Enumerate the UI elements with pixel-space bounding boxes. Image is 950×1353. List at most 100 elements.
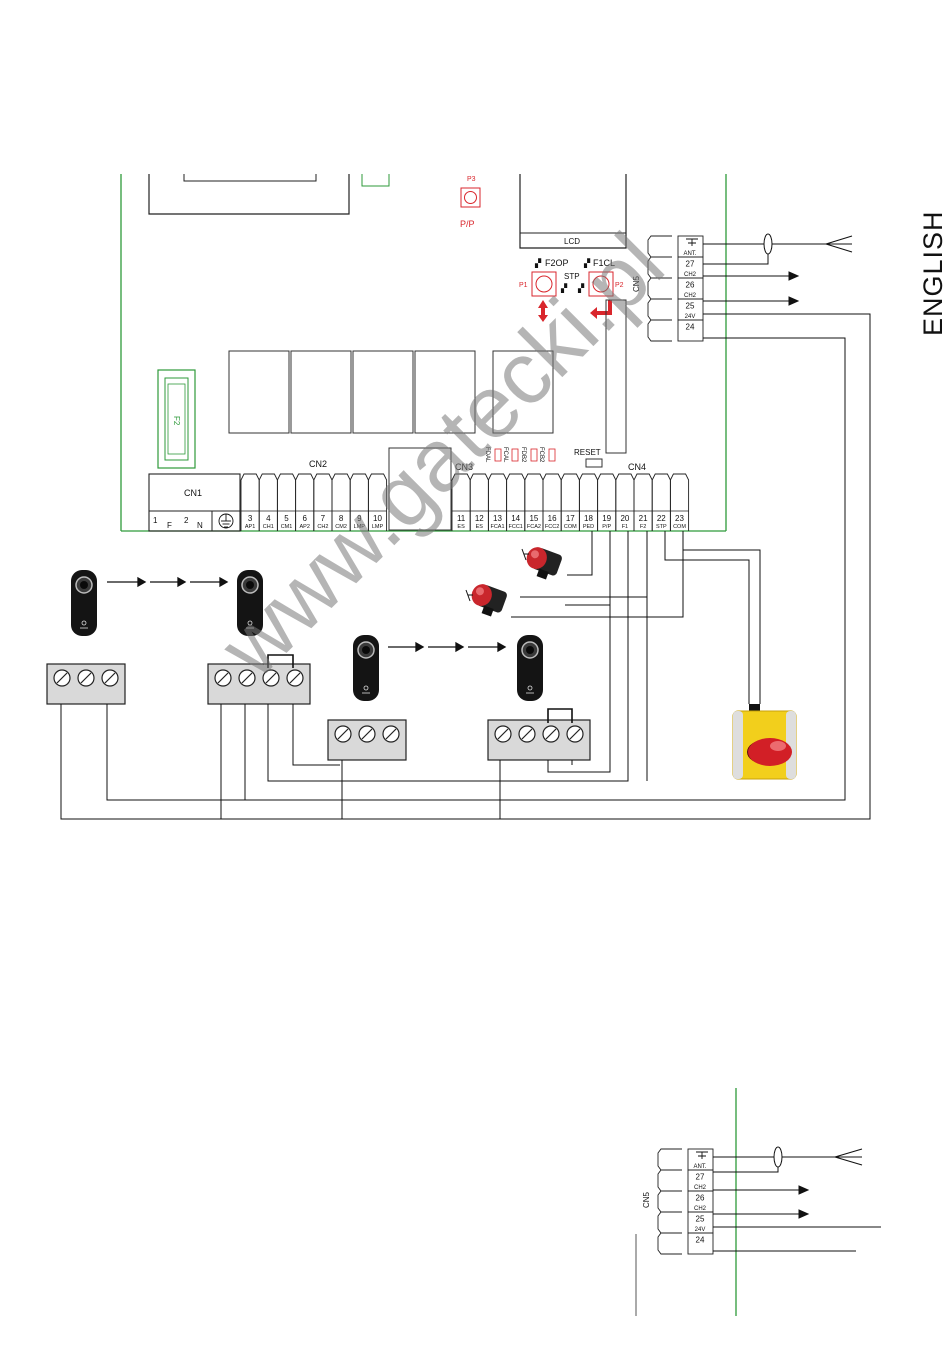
reset-label: RESET: [574, 448, 601, 457]
svg-text:▞: ▞: [560, 283, 568, 293]
terminal-11-num: 11: [457, 514, 466, 523]
svg-text:▞: ▞: [577, 283, 585, 293]
cn5-terminal-ant: ANT.: [647, 235, 704, 258]
language-tab: ENGLISH: [912, 190, 950, 350]
terminal-8-num: 8: [339, 514, 344, 523]
terminal-6-num: 6: [302, 514, 307, 523]
earth-icon: [218, 513, 234, 529]
cn1-terminal-2-name: N: [197, 521, 203, 530]
cn5-terminal-num: 25: [686, 301, 695, 310]
cn5-terminal-name: CH2: [684, 272, 697, 278]
terminal-9-num: 9: [357, 514, 362, 523]
cn1-terminal-1-name: F: [167, 521, 172, 530]
arrow-right-icon: [788, 296, 800, 306]
screw-terminal-block: [207, 663, 311, 705]
terminal-19: 19P/P: [597, 473, 617, 531]
terminal-16-num: 16: [548, 514, 557, 523]
svg-text:▞: ▞: [534, 258, 542, 268]
terminal-23-name: COM: [673, 524, 686, 530]
lcd-display: LCD: [519, 174, 627, 249]
cn5-terminal-name: CH2: [694, 1185, 707, 1191]
reset-button[interactable]: [585, 458, 603, 468]
terminal-15-num: 15: [529, 514, 538, 523]
arrow-right-icon: [798, 1209, 810, 1219]
terminal-21-name: F2: [640, 524, 646, 530]
terminal-19-name: P/P: [602, 524, 611, 530]
terminal-19-num: 19: [602, 514, 611, 523]
relay-bank: [228, 350, 554, 434]
terminal-7-name: CH2: [317, 524, 328, 530]
svg-text:▞: ▞: [583, 258, 591, 268]
photocell-terminal-blocks: [46, 663, 591, 761]
terminal-22-name: STP: [656, 524, 667, 530]
terminal-3-num: 3: [248, 514, 253, 523]
wiring: [60, 313, 871, 820]
terminal-10-num: 10: [373, 514, 382, 523]
terminal-8-name: CM2: [335, 524, 347, 530]
terminal-10-name: LMP: [372, 524, 384, 530]
cn5-terminal-name: 24V: [695, 1227, 706, 1233]
stp-label: STP: [564, 272, 580, 281]
terminal-12-name: ES: [476, 524, 484, 530]
emergency-stop-icon: [732, 704, 797, 780]
p1-button[interactable]: P1: [519, 271, 557, 322]
screw-terminal-block: [46, 663, 126, 705]
terminal-5-num: 5: [284, 514, 289, 523]
photocell-receiver-icon: [517, 635, 543, 701]
cn1-connector: 1 F 2 N: [148, 473, 241, 532]
terminal-17-name: COM: [564, 524, 577, 530]
button-switch-symbols: [465, 548, 529, 602]
terminal-14-name: FCC1: [509, 524, 523, 530]
terminal-3-name: AP1: [245, 524, 255, 530]
cn5-terminal-24: 24: [647, 319, 704, 342]
push-button-icon: [471, 584, 507, 617]
terminal-12-num: 12: [475, 514, 484, 523]
terminal-11-name: ES: [457, 524, 465, 530]
cn5-terminal-name: CH2: [694, 1206, 707, 1212]
fdb2-label: FDB2: [520, 447, 526, 463]
terminal-20-num: 20: [620, 514, 629, 523]
f1cl-label: F1CL: [593, 258, 615, 268]
fcb2-label: FCB2: [538, 447, 544, 463]
push-button-icon: [526, 547, 562, 580]
antenna-icon: [834, 1148, 863, 1166]
terminal-23-num: 23: [675, 514, 684, 523]
cn4-label: CN4: [628, 462, 646, 472]
terminal-row: 3AP14CH15CM16AP27CH28CM29LMP10LMP11ES12E…: [240, 473, 690, 531]
p1-label: P1: [519, 282, 528, 289]
cn5-terminal-ant: ANT.: [657, 1148, 714, 1171]
cn5-terminal-num: 26: [686, 280, 695, 289]
terminal-6-name: AP2: [299, 524, 309, 530]
control-board: P3 P/P LCD F2OP ▞ F1CL ▞ STP ▞ ▞ P1 P2: [120, 174, 727, 532]
terminal-20-name: F1: [622, 524, 628, 530]
cn5-terminal-num: 27: [686, 259, 695, 268]
cn5-terminal-num: 24: [696, 1235, 705, 1244]
terminal-4-name: CH1: [263, 524, 274, 530]
antenna-icon: [825, 235, 853, 253]
terminal-16-name: FCC2: [545, 524, 559, 530]
terminal-5-name: CM1: [281, 524, 293, 530]
cn5-terminal-num: 24: [686, 322, 695, 331]
lcd-label: LCD: [564, 237, 580, 246]
cn1-label: CN1: [184, 488, 202, 498]
p3-button[interactable]: P3 P/P: [460, 176, 481, 229]
transformer-outline: [148, 174, 350, 215]
cn3-label: CN3: [455, 462, 473, 472]
photocell-transmitter-icon: [71, 570, 97, 636]
arrow-right-icon: [788, 271, 800, 281]
cn5-terminal-name: CH2: [684, 293, 697, 299]
